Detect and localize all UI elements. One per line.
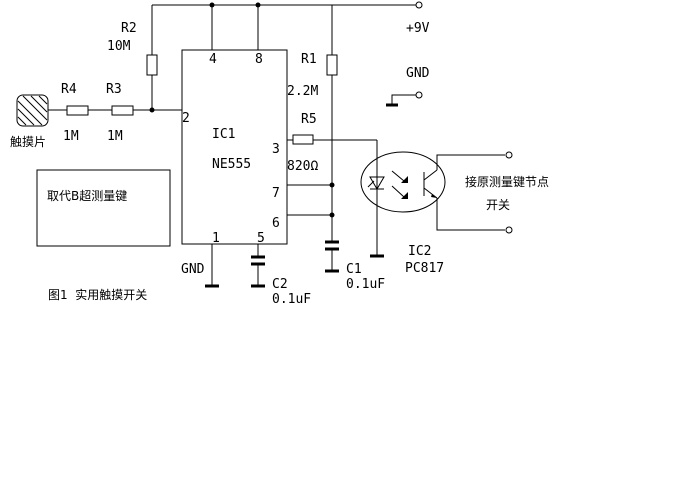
ic1-part: NE555 (212, 157, 251, 172)
resistor-r1 (326, 54, 338, 76)
light-arrow-icon (391, 170, 405, 182)
optocoupler-pc817 (360, 151, 446, 213)
r2-ref: R2 (121, 21, 137, 36)
r4-ref: R4 (61, 82, 77, 97)
junction-dot (329, 212, 335, 218)
r3-value: 1M (107, 129, 123, 144)
resistor-r2 (146, 54, 158, 76)
output-label-line2: 开关 (486, 198, 510, 212)
c1-ref: C1 (346, 262, 362, 277)
resistor-r3 (111, 105, 134, 116)
ic2-name: IC2 (408, 244, 431, 259)
touch-pad-label: 触摸片 (10, 135, 46, 149)
resistor-r5 (292, 134, 314, 145)
r1-ref: R1 (301, 52, 317, 67)
r1-value: 2.2M (287, 84, 318, 99)
wire-output-top (436, 154, 505, 170)
gnd-terminal-label: GND (406, 66, 430, 81)
resistor-r4 (66, 105, 89, 116)
gnd-terminal (415, 91, 423, 99)
pin8-label: 8 (255, 52, 263, 67)
ic-gnd-label: GND (181, 262, 205, 277)
r3-ref: R3 (106, 82, 122, 97)
note-box-text: 取代B超测量键 (47, 188, 127, 203)
r5-value: 820Ω (287, 159, 318, 174)
pin3-label: 3 (272, 142, 280, 157)
ic1-ne555 (181, 49, 288, 245)
pin5-label: 5 (257, 231, 265, 246)
note-box (36, 169, 171, 247)
pin1-label: 1 (212, 231, 220, 246)
wire-output-bottom (436, 198, 505, 231)
c1-value: 0.1uF (346, 277, 385, 292)
light-arrow-icon (391, 185, 405, 198)
ic2-part: PC817 (405, 261, 444, 276)
wire-gnd-terminal (391, 94, 416, 105)
pin2-label: 2 (182, 111, 190, 126)
junction-dot (329, 182, 335, 188)
vcc-terminal (415, 1, 423, 9)
led-icon (369, 176, 385, 190)
touch-pad-icon (16, 94, 49, 127)
c2-value: 0.1uF (272, 292, 311, 307)
pin7-label: 7 (272, 186, 280, 201)
c2-ref: C2 (272, 277, 288, 292)
r4-value: 1M (63, 129, 79, 144)
figure-caption: 图1 实用触摸开关 (48, 287, 147, 302)
output-label-line1: 接原测量键节点 (465, 174, 549, 189)
pin6-label: 6 (272, 216, 280, 231)
ic1-name: IC1 (212, 127, 235, 142)
pin4-label: 4 (209, 52, 217, 67)
output-terminal-bottom (505, 226, 513, 234)
r2-value: 10M (107, 39, 131, 54)
r5-ref: R5 (301, 112, 317, 127)
vcc-label: +9V (406, 21, 430, 36)
output-terminal-top (505, 151, 513, 159)
